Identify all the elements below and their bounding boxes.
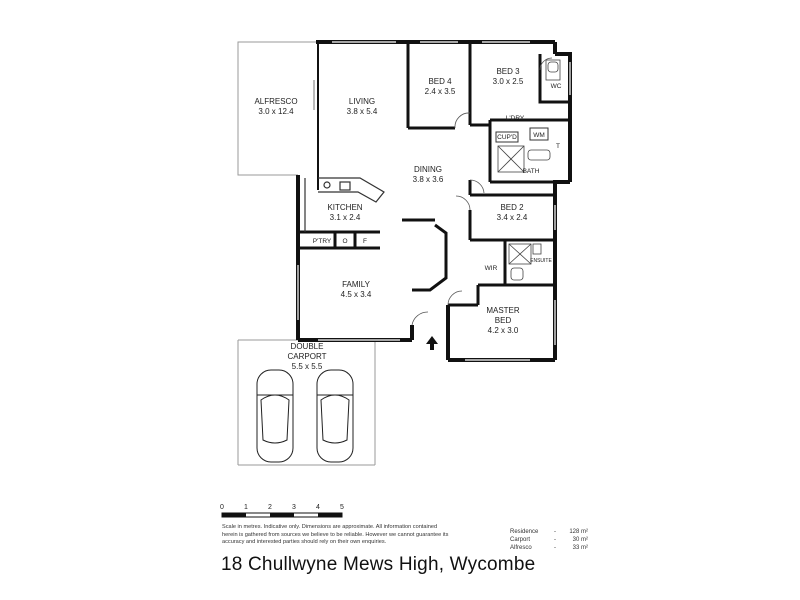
room-alfresco-name: ALFRESCO [254,97,297,106]
label-wir: WIR [485,265,498,272]
disclaimer-line-3: accuracy and interested parties should r… [222,539,387,546]
scale-tick-3: 3 [292,504,296,511]
property-address: 18 Chullwyne Mews High, Wycombe [221,554,536,575]
label-oven: O [342,238,347,245]
scale-tick-0: 0 [220,504,224,511]
room-kitchen-name: KITCHEN [327,203,362,212]
small-labels: WC L'DRY CUP'D WM BATH P'TRY O F WIR ENS… [313,83,562,272]
room-family-name: FAMILY [342,280,371,289]
room-bed4-dims: 2.4 x 3.5 [425,87,456,96]
scale-tick-2: 2 [268,504,272,511]
area-label: Carport [510,537,531,543]
area-summary: Residence - 128 m² Carport - 30 m² Alfre… [510,528,588,552]
area-row: Alfresco - 33 m² [510,544,588,552]
fixtures [497,59,561,281]
living-west-wall [313,42,319,190]
area-row: Carport - 30 m² [510,536,588,544]
car-left [256,369,294,463]
room-carport-name2: CARPORT [288,352,327,361]
door-swings [411,57,553,326]
scale-tick-1: 1 [244,504,248,511]
room-family-dims: 4.5 x 3.4 [341,290,372,299]
room-bed3-name: BED 3 [496,67,520,76]
area-separator: - [554,529,556,535]
room-carport-name: DOUBLE [291,342,324,351]
room-dining-name: DINING [414,165,442,174]
room-carport-dims: 5.5 x 5.5 [292,362,323,371]
room-bed2-name: BED 2 [500,203,524,212]
laundry-boxes [495,127,549,143]
room-master-name2: BED [495,316,512,325]
label-t: T [556,143,560,150]
disclaimer-line-1: Scale in metres. Indicative only. Dimens… [222,524,438,530]
label-cupboard: CUP'D [497,134,517,141]
label-wm: WM [533,132,545,139]
label-ensuite: ENSUITE [530,258,552,264]
window-lines [297,41,571,361]
entry-arrow [426,336,438,350]
area-value: 33 m² [572,545,588,551]
kitchen-bench [304,177,385,232]
scale-tick-4: 4 [316,504,320,511]
scale-bar: 0 1 2 3 4 5 [220,504,344,518]
area-value: 128 m² [569,529,588,535]
room-labels: ALFRESCO 3.0 x 12.4 LIVING 3.8 x 5.4 BED… [254,67,527,371]
area-separator: - [554,545,556,551]
room-living-name: LIVING [349,97,375,106]
disclaimer: Scale in metres. Indicative only. Dimens… [222,524,484,547]
car-right [316,369,354,463]
room-bed3-dims: 3.0 x 2.5 [493,77,524,86]
area-row: Residence - 128 m² [510,528,588,536]
area-value: 30 m² [572,537,588,543]
area-separator: - [554,537,556,543]
room-living-dims: 3.8 x 5.4 [347,107,378,116]
label-bath: BATH [523,168,540,175]
scale-tick-5: 5 [340,504,344,511]
room-master-name: MASTER [486,306,520,315]
room-kitchen-dims: 3.1 x 2.4 [330,213,361,222]
room-alfresco-dims: 3.0 x 12.4 [258,107,294,116]
interior-walls [298,42,570,307]
label-pantry: P'TRY [313,238,332,245]
room-bed4-name: BED 4 [428,77,452,86]
label-laundry: L'DRY [506,115,525,122]
room-master-dims: 4.2 x 3.0 [488,326,519,335]
alfresco-area [237,41,318,176]
room-bed2-dims: 3.4 x 2.4 [497,213,528,222]
disclaimer-line-2: herein is gathered from sources we belie… [222,531,449,538]
label-wc: WC [551,83,562,90]
area-label: Residence [510,529,539,535]
area-label: Alfresco [510,545,532,551]
label-fridge: F [363,238,367,245]
room-dining-dims: 3.8 x 3.6 [413,175,444,184]
